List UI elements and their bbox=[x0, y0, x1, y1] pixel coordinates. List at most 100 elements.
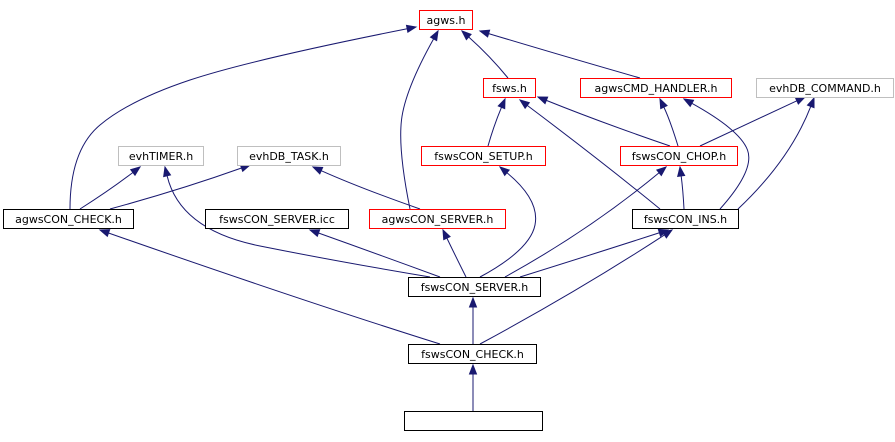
edge-line bbox=[166, 175, 431, 278]
edge-fswsCON_SETUP_h-to-fsws_h bbox=[487, 97, 506, 147]
arrowhead-icon bbox=[806, 96, 815, 109]
node-label: fswsCON_CHOP.h bbox=[632, 150, 726, 163]
arrowhead-icon bbox=[98, 229, 111, 238]
edge-fswsCON_INS_h-to-evhDB_COMMAND_h bbox=[737, 96, 815, 210]
node-label: agwsCON_SERVER.h bbox=[382, 213, 494, 226]
edge-fsws_h-to-agws_h bbox=[460, 30, 509, 79]
edge-line bbox=[737, 106, 812, 210]
arrowhead-icon bbox=[478, 29, 491, 38]
arrowhead-icon bbox=[497, 97, 506, 110]
edge-fswsCON_CHECK_h-to-fswsCON_INS_h bbox=[479, 229, 674, 345]
edge-fswsCON_CHECK_h-to-agwsCON_CHECK_h bbox=[98, 229, 441, 345]
edge-agwsCON_SERVER_h-to-agws_h bbox=[400, 29, 439, 210]
node-fswsCON-CHOP-h[interactable]: fswsCON_CHOP.h bbox=[620, 146, 738, 166]
arrowhead-icon bbox=[536, 96, 549, 105]
edge-line bbox=[400, 38, 435, 210]
node-fswsCON-SERVER-icc: fswsCON_SERVER.icc bbox=[205, 209, 349, 229]
node-fswsCON-SETUP-h[interactable]: fswsCON_SETUP.h bbox=[421, 146, 546, 166]
edge-line bbox=[487, 107, 502, 147]
arrowhead-icon bbox=[429, 29, 439, 42]
node-box bbox=[620, 146, 738, 166]
edge-line bbox=[69, 28, 408, 210]
node-agwsCMD-HANDLER-h[interactable]: agwsCMD_HANDLER.h bbox=[580, 78, 732, 98]
edge-atagwsCON_CHECK_h-to-fswsCON_CHECK_h bbox=[468, 363, 478, 411]
node-box bbox=[404, 411, 543, 431]
node-label: agwsCMD_HANDLER.h bbox=[595, 82, 718, 95]
edge-fswsCON_SERVER_h-to-fswsCON_INS_h bbox=[519, 228, 670, 278]
node-label: atagwsCON_CHECK.h bbox=[415, 415, 533, 428]
node-box bbox=[419, 10, 473, 30]
edge-line bbox=[488, 33, 641, 79]
edges-layer bbox=[69, 24, 815, 411]
node-box bbox=[369, 209, 506, 229]
node-box bbox=[205, 209, 349, 229]
edge-line bbox=[479, 172, 537, 278]
node-agwsCON-SERVER-h[interactable]: agwsCON_SERVER.h bbox=[369, 209, 506, 229]
edge-line bbox=[526, 105, 661, 210]
node-evhDB-COMMAND-h: evhDB_COMMAND.h bbox=[756, 78, 894, 98]
node-box bbox=[408, 277, 541, 297]
node-box bbox=[483, 78, 536, 98]
node-label: agws.h bbox=[427, 14, 466, 27]
edge-fswsCON_INS_h-to-agwsCMD_HANDLER_h bbox=[682, 98, 750, 210]
node-atagwsCON-CHECK-h: atagwsCON_CHECK.h bbox=[404, 411, 543, 431]
node-label: fswsCON_SETUP.h bbox=[434, 150, 533, 163]
edge-fswsCON_CHOP_h-to-fsws_h bbox=[536, 96, 671, 147]
node-agws-h[interactable]: agws.h bbox=[419, 10, 473, 30]
nodes-layer: agws.h fsws.h agwsCMD_HANDLER.h evhDB_COMMA… bbox=[3, 10, 894, 431]
edge-agwsCON_SERVER_h-to-evhDB_TASK_h bbox=[311, 166, 421, 210]
edge-line bbox=[479, 234, 665, 345]
arrowhead-icon bbox=[661, 229, 674, 239]
edge-line bbox=[699, 100, 798, 147]
edge-fswsCON_SERVER_h-to-fswsCON_SETUP_h bbox=[479, 166, 537, 278]
node-evhTIMER-h: evhTIMER.h bbox=[118, 146, 204, 166]
edge-agwsCON_CHECK_h-to-evhDB_TASK_h bbox=[109, 164, 252, 210]
arrowhead-icon bbox=[311, 166, 324, 175]
node-box bbox=[118, 146, 204, 166]
edge-line bbox=[79, 172, 134, 210]
edge-agwsCON_CHECK_h-to-agws_h bbox=[69, 24, 418, 210]
arrowhead-icon bbox=[518, 99, 531, 110]
arrowhead-icon bbox=[129, 166, 142, 177]
edge-agwsCON_CHECK_h-to-evhTIMER_h bbox=[79, 166, 142, 210]
arrowhead-icon bbox=[163, 165, 172, 178]
node-label: fswsCON_CHECK.h bbox=[421, 348, 524, 361]
edge-line bbox=[321, 170, 421, 210]
arrowhead-icon bbox=[442, 228, 451, 241]
arrowhead-icon bbox=[655, 166, 668, 177]
node-label: fswsCON_SERVER.h bbox=[421, 281, 529, 294]
node-label: agwsCON_CHECK.h bbox=[15, 213, 122, 226]
node-fsws-h[interactable]: fsws.h bbox=[483, 78, 536, 98]
node-agwsCON-CHECK-h: agwsCON_CHECK.h bbox=[3, 209, 134, 229]
edge-line bbox=[109, 167, 242, 210]
edge-line bbox=[691, 102, 750, 210]
node-fswsCON-INS-h: fswsCON_INS.h bbox=[632, 209, 739, 229]
node-box bbox=[580, 78, 732, 98]
arrowhead-icon bbox=[677, 165, 686, 177]
arrowhead-icon bbox=[460, 30, 472, 41]
arrowhead-icon bbox=[659, 97, 668, 110]
edge-agwsCMD_HANDLER_h-to-agws_h bbox=[478, 29, 641, 79]
arrowhead-icon bbox=[308, 229, 321, 238]
edge-line bbox=[519, 232, 660, 278]
arrowhead-icon bbox=[498, 166, 511, 177]
arrowhead-icon bbox=[682, 98, 695, 108]
node-box bbox=[3, 209, 134, 229]
node-box bbox=[632, 209, 739, 229]
arrowhead-icon bbox=[405, 24, 418, 34]
edge-line bbox=[318, 232, 441, 278]
node-label: evhDB_TASK.h bbox=[249, 150, 329, 163]
edge-line bbox=[663, 106, 679, 147]
node-label: fswsCON_INS.h bbox=[644, 213, 727, 226]
arrowhead-icon bbox=[468, 363, 478, 375]
edge-line bbox=[680, 175, 685, 210]
edge-fswsCON_CHOP_h-to-agwsCMD_HANDLER_h bbox=[659, 97, 679, 147]
edge-line bbox=[446, 237, 467, 278]
edge-fswsCON_SERVER_h-to-evhTIMER_h bbox=[163, 165, 431, 278]
edge-line bbox=[504, 172, 660, 278]
edge-fswsCON_SERVER_h-to-fswsCON_CHOP_h bbox=[504, 166, 668, 278]
edge-line bbox=[546, 99, 671, 147]
node-label: evhDB_COMMAND.h bbox=[769, 82, 881, 95]
